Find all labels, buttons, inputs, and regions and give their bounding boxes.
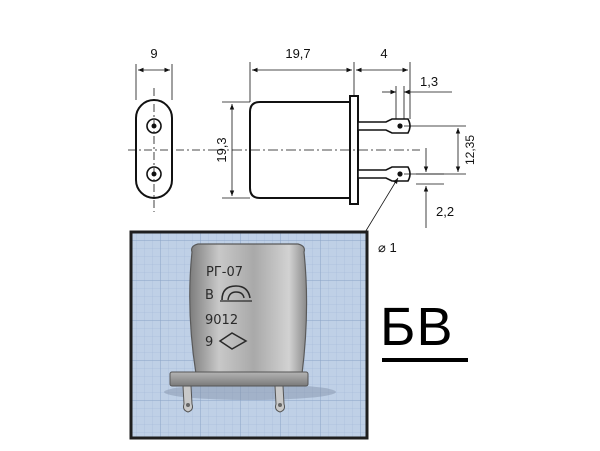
- marking-grade: В: [205, 288, 214, 303]
- body-length-label: 19,7: [285, 46, 310, 61]
- hole-diameter-label: ⌀ 1: [378, 240, 397, 255]
- marking-type: РГ-07: [206, 265, 243, 280]
- photo-pin-right: [274, 385, 285, 413]
- crystal-can: [189, 243, 308, 375]
- pin-spacing-label: 12,35: [463, 135, 477, 165]
- lead-bottom: [357, 166, 411, 182]
- lead-width-label: 1,3: [420, 74, 438, 89]
- marking-month: 9: [205, 335, 213, 350]
- quality-mark-icon: [218, 332, 248, 350]
- pin-offset-label: 2,2: [436, 204, 454, 219]
- component-photo: РГ-07 В 9012 9: [129, 230, 369, 440]
- photo-border: [129, 230, 369, 440]
- end-view: 9: [128, 46, 214, 212]
- lead-top: [357, 118, 411, 134]
- end-width-label: 9: [150, 46, 157, 61]
- package-type-label: БВ: [380, 297, 454, 357]
- manufacturer-logo-icon: [220, 285, 252, 302]
- hole-diameter-leader: [363, 177, 399, 235]
- marking-date-code: 9012: [205, 313, 238, 328]
- lead-length-label: 4: [380, 46, 387, 61]
- side-view: 19,3 19,7 4 1,3 12,35 2,2 ⌀ 1: [214, 46, 477, 255]
- height-label: 19,3: [214, 137, 229, 162]
- package-label-underline: [382, 358, 468, 362]
- photo-pin-left: [182, 385, 193, 413]
- crystal-base: [169, 371, 309, 387]
